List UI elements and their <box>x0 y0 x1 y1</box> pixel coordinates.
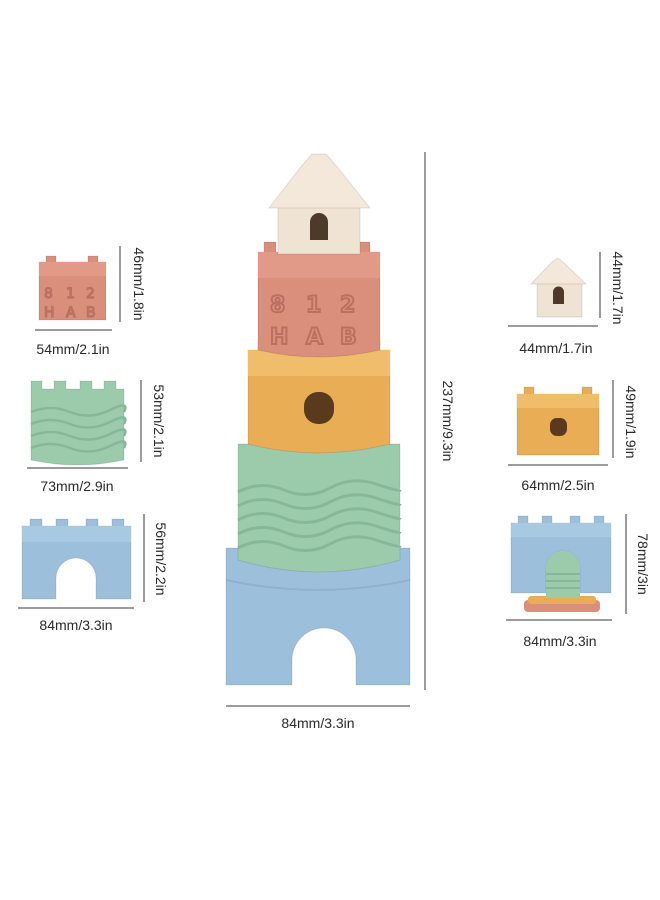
right-nested-width-label: 84mm/3.3in <box>523 633 596 649</box>
left-mint-cup <box>30 380 127 466</box>
stacked-castle-tower: 8 1 2 H A B <box>225 153 411 686</box>
left-mint-height-label: 53mm/2.1in <box>151 384 167 457</box>
right-mustard-height-label: 49mm/1.9in <box>623 385 639 458</box>
tower-terracotta-cup: 8 1 2 H A B <box>257 241 381 358</box>
left-terracotta-cup: 8 1 2 H A B <box>38 255 107 322</box>
left-emboss-digit-1: 8 <box>44 286 53 302</box>
tower-emboss-digit-1: 8 <box>270 293 285 318</box>
right-mustard-cup <box>516 386 600 456</box>
tower-emboss-digit-3: 2 <box>340 293 355 318</box>
tower-mustard-window <box>304 392 334 424</box>
tower-emboss-letter-1: H <box>270 325 288 350</box>
right-nested-cups <box>510 515 612 612</box>
tower-emboss-letter-2: A <box>306 325 323 350</box>
left-blue-width-label: 84mm/3.3in <box>39 617 112 633</box>
right-nested-height-label: 78mm/3in <box>635 533 651 594</box>
tower-height-label: 237mm/9.3in <box>440 381 456 462</box>
right-roof-piece <box>529 257 588 318</box>
left-terracotta-width-label: 54mm/2.1in <box>36 341 109 357</box>
left-emboss-letter-1: H <box>44 305 55 321</box>
tower-emboss-letter-3: B <box>340 325 357 350</box>
left-emboss-digit-3: 2 <box>86 286 95 302</box>
right-roof-height-label: 44mm/1.7in <box>610 251 626 324</box>
left-terracotta-height-label: 46mm/1.8in <box>131 247 147 320</box>
left-mint-width-label: 73mm/2.9in <box>40 478 113 494</box>
left-blue-cup <box>21 518 132 600</box>
tower-roof-piece <box>267 153 372 255</box>
left-emboss-letter-3: B <box>86 305 96 321</box>
left-emboss-letter-2: A <box>66 305 76 321</box>
left-emboss-digit-2: 1 <box>66 286 75 302</box>
tower-width-label: 84mm/3.3in <box>281 715 354 731</box>
tower-emboss-digit-2: 1 <box>306 293 321 318</box>
left-blue-height-label: 56mm/2.2in <box>153 522 169 595</box>
tower-embossed-digits: 8 1 2 H A B <box>269 292 358 351</box>
tower-mint-cup <box>237 431 402 573</box>
right-mustard-width-label: 64mm/2.5in <box>521 477 594 493</box>
right-roof-width-label: 44mm/1.7in <box>519 340 592 356</box>
